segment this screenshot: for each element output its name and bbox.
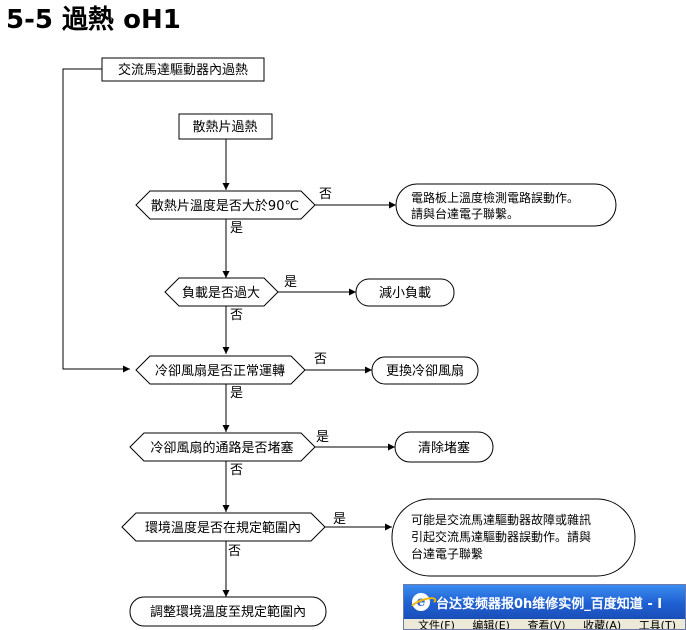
reduce-load-label: 減小負載: [379, 285, 431, 301]
menu-favorites[interactable]: 收藏(A): [583, 619, 622, 630]
load-yes-label: 是: [284, 275, 297, 290]
environment-decision: [121, 512, 326, 542]
fan-decision: [135, 355, 306, 385]
menu-file[interactable]: 文件(F): [418, 619, 455, 630]
page-heading: 5-5 過熱 oH1: [6, 5, 181, 35]
loop-connector: [62, 68, 130, 373]
temperature-decision: [135, 190, 316, 220]
fan-no-label: 否: [314, 352, 327, 367]
start-box: [101, 57, 265, 82]
browser-window-preview[interactable]: e 台达变频器报0h维修实例_百度知道 - I 文件(F) 编辑(E) 查看(V…: [403, 584, 686, 630]
fan-question: 冷卻風扇是否正常運轉: [155, 363, 285, 379]
browser-menu-bar: 文件(F) 编辑(E) 查看(V) 收藏(A) 工具(T): [404, 619, 685, 630]
replace-fan-result: [371, 356, 479, 385]
menu-tools[interactable]: 工具(T): [638, 619, 676, 630]
start-label: 交流馬達驅動器內過熱: [118, 62, 248, 78]
menu-view[interactable]: 查看(V): [527, 619, 566, 630]
environment-question: 環境溫度是否在規定範圍內: [145, 520, 301, 536]
environment-yes-label: 是: [333, 512, 346, 527]
menu-edit[interactable]: 编辑(E): [472, 619, 510, 630]
path-question: 冷卻風扇的通路是否堵塞: [150, 440, 293, 456]
adjust-environment-result: [129, 596, 327, 627]
internet-explorer-icon: e: [412, 593, 430, 611]
path-no-label: 否: [230, 463, 243, 478]
heatsink-box: [178, 113, 273, 140]
fan-yes-label: 是: [230, 386, 243, 401]
reduce-load-result: [355, 278, 455, 307]
load-question: 負載是否過大: [182, 286, 260, 301]
path-yes-label: 是: [316, 430, 329, 445]
browser-title-bar[interactable]: e 台达变频器报0h维修实例_百度知道 - I: [404, 585, 685, 619]
path-decision: [129, 432, 316, 462]
clear-block-result: [394, 431, 494, 463]
board-result: [395, 183, 617, 227]
temperature-no-label: 否: [319, 187, 332, 202]
environment-no-label: 否: [228, 544, 241, 559]
load-decision: [164, 277, 279, 307]
fault-result-line-2: 引起交流馬達驅動器誤動作。請與: [411, 529, 591, 544]
fault-result: [391, 498, 636, 577]
board-result-line-2: 請與台達電子聯繫。: [411, 206, 519, 221]
replace-fan-label: 更換冷卻風扇: [386, 363, 464, 379]
fault-result-line-1: 可能是交流馬達驅動器故障或雜訊: [411, 512, 591, 527]
board-result-line-1: 電路板上溫度檢測電路誤動作。: [411, 190, 579, 205]
load-no-label: 否: [230, 308, 243, 323]
fault-result-line-3: 台達電子聯繫: [411, 546, 483, 561]
temperature-question: 散熱片溫度是否大於90℃: [151, 198, 299, 214]
clear-block-label: 清除堵塞: [418, 440, 470, 456]
browser-window-title: 台达变频器报0h维修实例_百度知道 - I: [436, 597, 663, 612]
temperature-yes-label: 是: [230, 221, 243, 236]
heatsink-label: 散熱片過熱: [192, 120, 257, 135]
adjust-environment-label: 調整環境溫度至規定範圍內: [150, 604, 306, 620]
